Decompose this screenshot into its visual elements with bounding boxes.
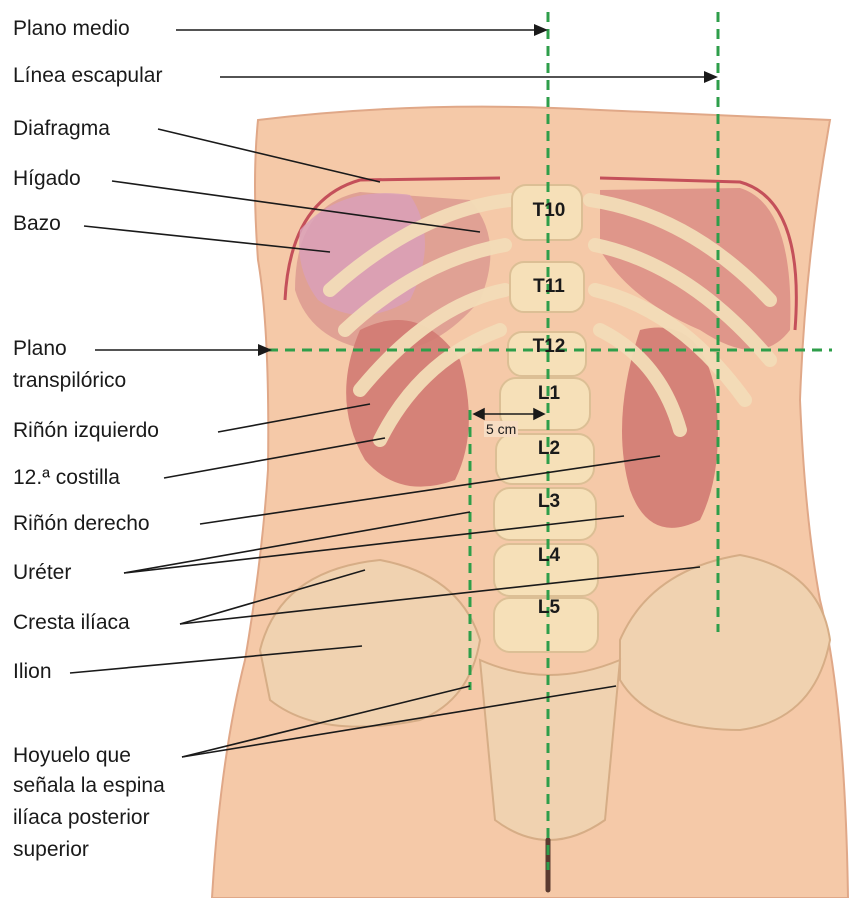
sacrum-shape (480, 660, 620, 840)
vertebra-label-t11: T11 (519, 276, 579, 298)
vertebra-label-t10: T10 (519, 200, 579, 222)
vertebra-label-l5: L5 (519, 597, 579, 619)
label-diafragma: Diafragma (13, 116, 110, 142)
label-linea-escapular: Línea escapular (13, 63, 162, 89)
vertebra-label-l2: L2 (519, 438, 579, 460)
label-ureter: Uréter (13, 560, 71, 586)
label-hoyuelo-line4: superior (13, 837, 89, 863)
vertebra-label-l4: L4 (519, 545, 579, 567)
label-rinon-derecho: Riñón derecho (13, 511, 150, 537)
label-higado: Hígado (13, 166, 81, 192)
label-plano-medio: Plano medio (13, 16, 130, 42)
label-hoyuelo-line3: ilíaca posterior (13, 805, 150, 831)
label-bazo: Bazo (13, 211, 61, 237)
label-costilla-12: 12.ª costilla (13, 465, 120, 491)
vertebra-label-l1: L1 (519, 383, 579, 405)
label-hoyuelo-line1: Hoyuelo que (13, 743, 131, 769)
measurement-label: 5 cm (484, 421, 518, 437)
label-rinon-izquierdo: Riñón izquierdo (13, 418, 159, 444)
label-plano-transpilorico-line1: Plano (13, 336, 67, 362)
label-ilion: Ilion (13, 659, 52, 685)
vertebra-label-l3: L3 (519, 491, 579, 513)
label-hoyuelo-line2: señala la espina (13, 773, 165, 799)
vertebra-label-t12: T12 (519, 336, 579, 358)
label-cresta-iliaca: Cresta ilíaca (13, 610, 130, 636)
label-plano-transpilorico-line2: transpilórico (13, 368, 126, 394)
